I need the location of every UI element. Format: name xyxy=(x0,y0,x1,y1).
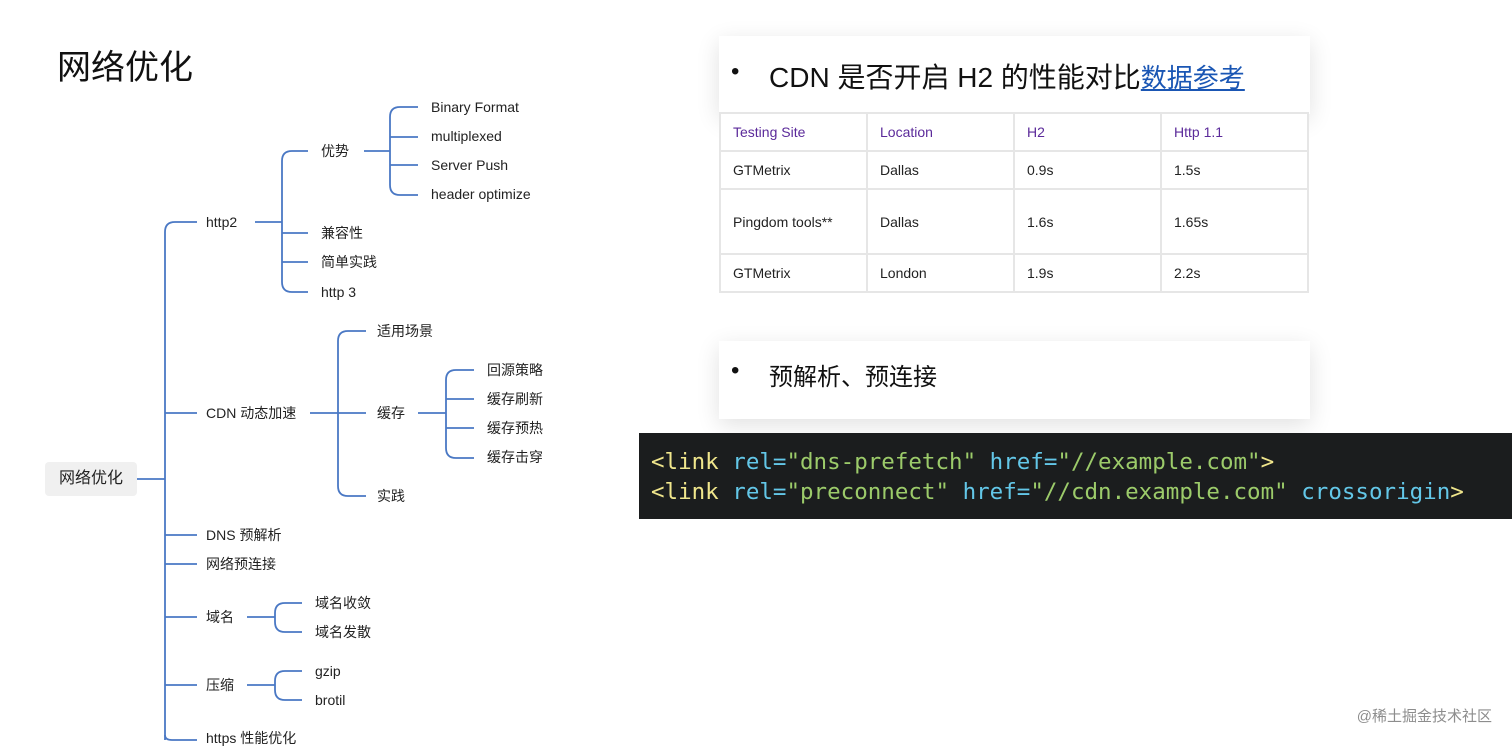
node-brotil[interactable]: brotil xyxy=(315,692,346,708)
node-binary-format[interactable]: Binary Format xyxy=(431,99,519,115)
table-cell: 2.2s xyxy=(1160,253,1309,293)
card-heading: CDN 是否开启 H2 的性能对比数据参考 xyxy=(769,56,1245,96)
code-attr: href= xyxy=(962,479,1031,505)
node-cache-preheat[interactable]: 缓存预热 xyxy=(487,420,543,436)
mindmap-connectors xyxy=(137,106,474,741)
table-cell: Dallas xyxy=(866,150,1015,190)
node-cdn-practice[interactable]: 实践 xyxy=(377,488,405,504)
code-tag: <link xyxy=(651,449,719,475)
bullet: • xyxy=(731,58,740,85)
table-cell: GTMetrix xyxy=(719,253,868,293)
code-attr: rel= xyxy=(732,479,787,505)
table-row: Pingdom tools** Dallas 1.6s 1.65s xyxy=(719,188,1309,255)
table-cell: 1.5s xyxy=(1160,150,1309,190)
node-multiplexed[interactable]: multiplexed xyxy=(431,128,502,144)
node-domain[interactable]: 域名 xyxy=(206,609,234,625)
table-cell: 0.9s xyxy=(1013,150,1162,190)
node-dns[interactable]: DNS 预解析 xyxy=(206,527,282,543)
node-gzip[interactable]: gzip xyxy=(315,663,341,679)
bullet: • xyxy=(731,357,740,384)
node-advantage[interactable]: 优势 xyxy=(321,143,349,159)
table-cell: 1.65s xyxy=(1160,188,1309,255)
node-simple-practice[interactable]: 简单实践 xyxy=(321,254,377,270)
table-row: GTMetrix London 1.9s 2.2s xyxy=(719,253,1309,293)
h2-comparison-table: Testing Site Location H2 Http 1.1 GTMetr… xyxy=(719,112,1309,293)
table-header: Location xyxy=(866,112,1015,152)
code-tag: <link xyxy=(651,479,719,505)
node-cdn[interactable]: CDN 动态加速 xyxy=(206,405,297,421)
node-cache-refresh[interactable]: 缓存刷新 xyxy=(487,391,543,407)
card-heading: 预解析、预连接 xyxy=(769,364,937,391)
code-tag-end: > xyxy=(1450,479,1464,505)
table-cell: GTMetrix xyxy=(719,150,868,190)
node-http2[interactable]: http2 xyxy=(206,214,238,230)
node-header-optimize[interactable]: header optimize xyxy=(431,186,531,202)
table-cell: 1.6s xyxy=(1013,188,1162,255)
table-cell: London xyxy=(866,253,1015,293)
slide-title: 网络优化 xyxy=(57,49,193,87)
card-heading-text: CDN 是否开启 H2 的性能对比 xyxy=(769,62,1141,93)
node-server-push[interactable]: Server Push xyxy=(431,157,509,173)
table-header: Testing Site xyxy=(719,112,868,152)
table-header: Http 1.1 xyxy=(1160,112,1309,152)
code-string: "dns-prefetch" xyxy=(786,449,977,475)
code-attr: crossorigin xyxy=(1301,479,1451,505)
reference-link[interactable]: 数据参考 xyxy=(1140,63,1245,93)
code-line-1: <link rel="dns-prefetch" href="//example… xyxy=(651,449,1274,475)
node-origin-strategy[interactable]: 回源策略 xyxy=(487,362,543,378)
node-preconnect[interactable]: 网络预连接 xyxy=(206,556,276,572)
table-row: GTMetrix Dallas 0.9s 1.5s xyxy=(719,150,1309,190)
table-cell: Dallas xyxy=(866,188,1015,255)
code-tag-end: > xyxy=(1260,449,1275,475)
node-compress[interactable]: 压缩 xyxy=(206,677,234,693)
mindmap-root[interactable]: 网络优化 xyxy=(45,462,137,496)
code-attr: rel= xyxy=(732,449,787,475)
node-https[interactable]: https 性能优化 xyxy=(206,730,297,746)
code-string: "preconnect" xyxy=(786,479,950,505)
code-line-2: <link rel="preconnect" href="//cdn.examp… xyxy=(651,479,1464,505)
node-http3[interactable]: http 3 xyxy=(321,284,357,300)
code-string: "//cdn.example.com" xyxy=(1030,479,1288,505)
node-domain-diverge[interactable]: 域名发散 xyxy=(315,624,371,640)
node-cache-penetration[interactable]: 缓存击穿 xyxy=(487,449,543,465)
code-attr: href= xyxy=(989,449,1058,475)
table-header: H2 xyxy=(1013,112,1162,152)
preresolve-card: • 预解析、预连接 xyxy=(719,341,1310,419)
table-cell: Pingdom tools** xyxy=(719,188,868,255)
code-block[interactable]: <link rel="dns-prefetch" href="//example… xyxy=(639,433,1512,519)
h2-comparison-card: • CDN 是否开启 H2 的性能对比数据参考 xyxy=(719,36,1310,114)
table-header-row: Testing Site Location H2 Http 1.1 xyxy=(719,112,1309,152)
node-cache[interactable]: 缓存 xyxy=(377,405,405,421)
node-compat[interactable]: 兼容性 xyxy=(321,225,363,241)
table-cell: 1.9s xyxy=(1013,253,1162,293)
code-string: "//example.com" xyxy=(1057,449,1261,475)
watermark: @稀土掘金技术社区 xyxy=(1356,708,1492,725)
node-scene[interactable]: 适用场景 xyxy=(377,323,433,339)
node-domain-converge[interactable]: 域名收敛 xyxy=(315,595,371,611)
